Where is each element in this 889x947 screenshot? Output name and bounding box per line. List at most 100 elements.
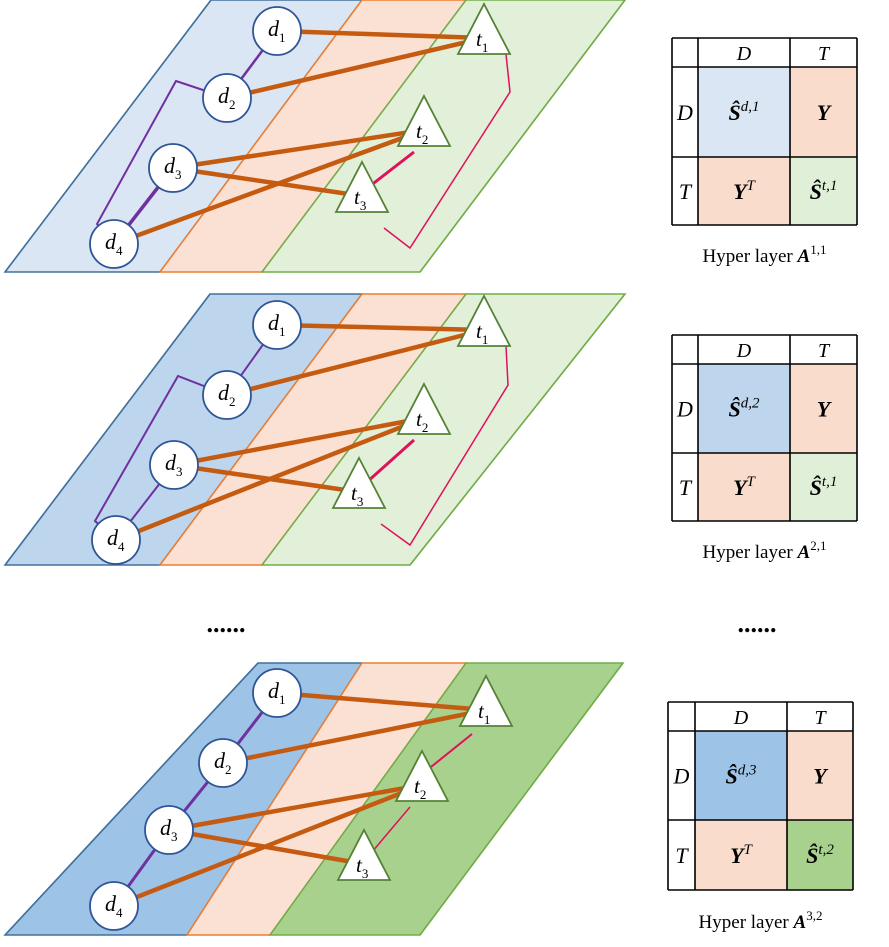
drug-node-d1: d1: [252, 668, 302, 718]
matrix-cell-label: Y: [813, 764, 829, 789]
drug-node-label: d2: [214, 748, 232, 777]
matrix-cell-label: Y: [817, 397, 833, 422]
target-node-t2: t2: [396, 94, 452, 147]
drug-target-edge: [274, 322, 487, 333]
target-node-label: t3: [354, 185, 366, 213]
drug-target-edge: [224, 35, 487, 101]
matrix-row-header: D: [676, 100, 693, 125]
panel-edge: [4, 662, 259, 936]
adjacency-matrix-1: D T D T Ŝd,1 Y YT Ŝt,1: [671, 37, 858, 226]
drug-node-circle: [202, 370, 252, 420]
target-similarity-edge: [369, 150, 415, 188]
drug-target-edge: [274, 690, 489, 713]
target-similarity-edge: [383, 53, 511, 250]
matrix-cell-label: YT: [733, 178, 756, 204]
target-node-label: t2: [416, 407, 428, 435]
drug-node-label: d4: [105, 891, 123, 920]
drug-target-edge: [111, 127, 427, 247]
target-similarity-edge: [425, 733, 473, 772]
drug-node-d2: d2: [198, 738, 248, 788]
target-node-triangle: [394, 749, 450, 802]
drug-target-edge: [113, 415, 427, 543]
hyper-layer-caption: Hyper layer A3,2: [699, 908, 823, 933]
drug-target-edge: [111, 782, 425, 909]
target-node-label: t3: [351, 481, 363, 509]
matrix-col-header: T: [814, 707, 827, 729]
drug-target-edge: [224, 327, 487, 398]
matrix-cell-bg: [787, 731, 853, 820]
drug-target-edge: [171, 415, 427, 468]
target-node-t2: t2: [396, 382, 452, 435]
target-similarity-edge: [371, 806, 411, 853]
matrix-cell-bg: [790, 364, 857, 453]
target-node-label: t3: [356, 853, 368, 881]
drug-target-edge: [166, 782, 425, 833]
target-node-triangle: [331, 456, 387, 509]
drug-node-d4: d4: [89, 219, 139, 269]
target-node-t1: t1: [458, 674, 514, 727]
matrix-cell-label: Ŝd,1: [729, 99, 760, 125]
matrix-col-header: D: [736, 340, 752, 362]
matrix-cell-label: Ŝd,2: [729, 396, 761, 422]
ellipsis-right: ......: [738, 609, 777, 638]
matrix-cell-bg: [695, 731, 787, 820]
matrix-cell-bg: [695, 820, 787, 890]
matrix-row-header: D: [676, 397, 693, 422]
target-node-triangle: [456, 294, 512, 347]
target-node-label: t2: [414, 774, 426, 802]
matrix-cell-bg: [790, 157, 857, 225]
matrix-row-header: T: [679, 179, 693, 204]
matrix-cell-label: Ŝt,2: [806, 842, 834, 868]
drug-node-label: d3: [160, 815, 178, 844]
drug-node-label: d4: [105, 229, 123, 258]
panel-edge: [4, 293, 211, 566]
target-node-t3: t3: [336, 828, 392, 881]
ellipsis-left: ......: [207, 609, 246, 638]
matrix-cell-bg: [787, 820, 853, 890]
matrix-col-header: D: [736, 43, 752, 65]
drug-node-label: d2: [218, 83, 236, 112]
drug-node-d4: d4: [89, 881, 139, 931]
target-similarity-edge: [380, 345, 509, 547]
matrix-cell-label: Ŝt,1: [810, 178, 838, 204]
drug-node-circle: [252, 6, 302, 56]
drug-node-circle: [149, 440, 199, 490]
panel-edge: [409, 293, 626, 566]
drug-node-label: d1: [268, 678, 286, 707]
drug-node-label: d3: [165, 450, 183, 479]
drug-node-label: d4: [107, 525, 125, 554]
drug-target-edge: [274, 28, 487, 41]
matrix-cell-bg: [698, 67, 790, 157]
target-node-t1: t1: [456, 2, 512, 55]
panel-edge: [4, 0, 212, 273]
drug-node-label: d3: [164, 153, 182, 182]
drug-node-d3: d3: [144, 805, 194, 855]
drug-similarity-edge: [112, 692, 279, 907]
matrix-cell-label: YT: [733, 474, 756, 500]
drug-target-edge: [170, 127, 427, 171]
target-node-label: t1: [476, 27, 488, 55]
target-node-t3: t3: [331, 456, 387, 509]
matrix-cell-bg: [698, 364, 790, 453]
layer-3: d1 d2 d3 d4 t1 t2 t3: [3, 662, 625, 936]
target-node-t1: t1: [456, 294, 512, 347]
drug-node-circle: [252, 668, 302, 718]
matrix-cell-bg: [790, 67, 857, 157]
drug-node-d1: d1: [252, 6, 302, 56]
matrix-row-header: D: [673, 764, 690, 789]
matrix-col-header: T: [818, 43, 831, 65]
drug-node-circle: [89, 219, 139, 269]
matrix-cell-label: Y: [817, 100, 833, 125]
drug-node-circle: [89, 881, 139, 931]
drug-target-edge: [170, 165, 365, 199]
target-node-label: t1: [476, 319, 488, 347]
target-node-triangle: [334, 160, 390, 213]
matrix-cell-label: Ŝd,3: [726, 763, 757, 789]
target-node-t3: t3: [334, 160, 390, 213]
target-node-t2: t2: [394, 749, 450, 802]
drug-node-d4: d4: [91, 515, 141, 565]
